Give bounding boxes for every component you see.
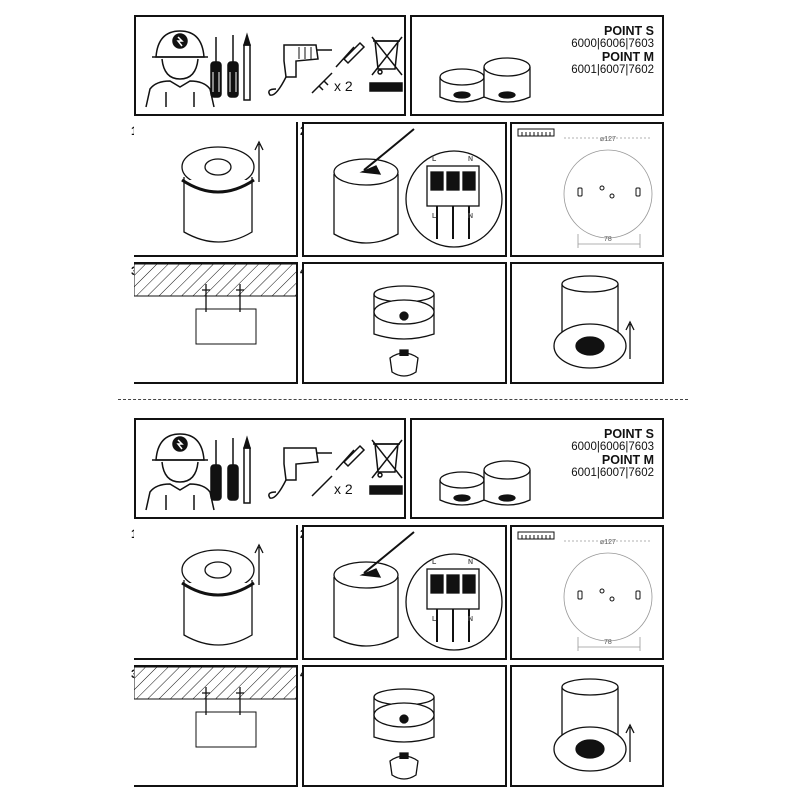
model-codes-s: 6000|6006|7603 [571, 38, 654, 50]
arrow-up-icon [254, 140, 264, 182]
wheelie-bin-crossed-icon [369, 36, 403, 92]
model-name-s: POINT S [603, 24, 654, 38]
product-title-panel: POINT S 6000|6006|7603 POINT M 6001|6007… [410, 418, 664, 519]
model-name-s: POINT S [603, 427, 654, 441]
luminaire-variants-illustration [439, 460, 531, 506]
mounting-template-illustration: ⌀127 78 [517, 128, 653, 248]
step-3-illustration [134, 264, 296, 345]
terminal-l-top: L [432, 156, 437, 163]
terminal-l-top: L [432, 559, 437, 566]
ceiling-section [134, 667, 296, 700]
model-name-m: POINT M [601, 453, 654, 467]
model-name-m: POINT M [601, 50, 654, 64]
step-3-illustration [134, 667, 296, 748]
terminal-n-bottom: N [468, 213, 473, 220]
tools-panel: x 2 [134, 418, 406, 519]
luminaire-variants-illustration [439, 57, 531, 103]
worker-helmet-icon [145, 30, 215, 108]
step-4-panel [302, 665, 507, 787]
quantity-label: x 2 [334, 481, 353, 497]
step-4-illustration [373, 688, 435, 780]
model-codes-m: 6001|6007|7602 [571, 64, 654, 76]
step-2-panel: L N L N [302, 122, 507, 257]
step-5-illustration [553, 678, 635, 772]
step-1-panel [134, 525, 298, 660]
step-4-illustration [373, 285, 435, 377]
dimension-panel: ⌀127 78 [510, 525, 664, 660]
ceiling-section [134, 264, 296, 297]
terminal-n-bottom: N [468, 616, 473, 623]
dimension-panel: ⌀127 78 [510, 122, 664, 257]
dimension-diameter: ⌀127 [600, 539, 616, 546]
tools-panel: x 2 [134, 15, 406, 116]
model-list: POINT S 6000|6006|7603 POINT M 6001|6007… [571, 428, 654, 480]
step-5-panel [510, 665, 664, 787]
step-1-illustration [181, 140, 264, 243]
ruler-icon [517, 128, 555, 137]
drill-icon [268, 447, 332, 499]
step-3-panel [134, 665, 298, 787]
step-4-panel [302, 262, 507, 384]
step-5-panel [510, 262, 664, 384]
ruler-icon [517, 531, 555, 540]
step-2-illustration: L N L N [333, 531, 503, 651]
terminal-l-bottom: L [432, 213, 437, 220]
arrow-up-icon [254, 543, 264, 585]
pencil-icon [242, 32, 252, 101]
tools-illustration: x 2 [145, 433, 403, 511]
screwdriver-icon [210, 35, 239, 98]
arrow-up-icon [625, 320, 635, 359]
step-2-illustration: L N L N [333, 128, 503, 248]
dimension-spacing: 78 [604, 236, 612, 243]
worker-helmet-icon [145, 433, 215, 511]
pencil-icon [242, 435, 252, 504]
drill-icon [268, 44, 332, 96]
terminal-n-top: N [468, 156, 473, 163]
wall-plug-icon [311, 41, 366, 94]
tools-illustration: x 2 [145, 30, 403, 108]
wheelie-bin-crossed-icon [369, 439, 403, 495]
step-5-illustration [553, 275, 635, 369]
cut-line [118, 399, 688, 400]
terminal-n-top: N [468, 559, 473, 566]
model-list: POINT S 6000|6006|7603 POINT M 6001|6007… [571, 25, 654, 77]
wall-plug-icon [311, 444, 366, 497]
model-codes-s: 6000|6006|7603 [571, 441, 654, 453]
terminal-l-bottom: L [432, 616, 437, 623]
arrow-up-icon [625, 723, 635, 762]
step-1-illustration [181, 543, 264, 646]
step-2-panel: L N L N [302, 525, 507, 660]
quantity-label: x 2 [334, 78, 353, 94]
model-codes-m: 6001|6007|7602 [571, 467, 654, 479]
screwdriver-icon [210, 438, 239, 501]
product-title-panel: POINT S 6000|6006|7603 POINT M 6001|6007… [410, 15, 664, 116]
dimension-diameter: ⌀127 [600, 136, 616, 143]
dimension-spacing: 78 [604, 639, 612, 646]
mounting-template-illustration: ⌀127 78 [517, 531, 653, 651]
step-3-panel [134, 262, 298, 384]
step-1-panel [134, 122, 298, 257]
